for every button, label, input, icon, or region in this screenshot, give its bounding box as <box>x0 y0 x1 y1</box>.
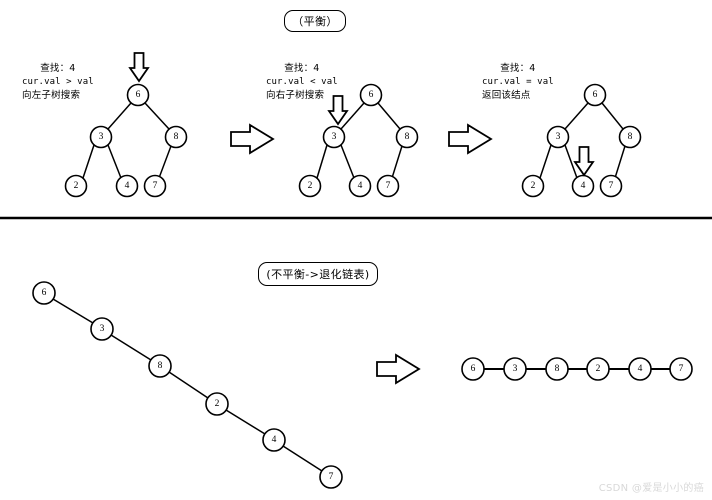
chain-node-circle[interactable] <box>545 357 569 381</box>
cursor-arrow-down-icon <box>574 146 594 176</box>
tree-node-circle[interactable] <box>322 125 346 149</box>
caption-target-value: 查找：4 <box>284 63 320 74</box>
tree-nodes <box>64 83 188 198</box>
chain-node-circle[interactable] <box>503 357 527 381</box>
tree-node-circle[interactable] <box>89 125 113 149</box>
caption-action: 向右子树搜索 <box>266 90 325 101</box>
tree-node-circle[interactable] <box>571 174 595 198</box>
linear-chain <box>461 357 693 381</box>
chain-node-circle[interactable] <box>461 357 485 381</box>
transition-arrow-right-icon <box>230 124 274 154</box>
tree-node-circle[interactable] <box>143 174 167 198</box>
title-balanced: （平衡） <box>284 10 346 32</box>
tree-edges <box>316 102 403 179</box>
tree-edges <box>539 102 626 179</box>
bst-tree-step-1 <box>64 52 188 198</box>
cursor-arrow-down-icon <box>129 52 149 82</box>
tree-nodes <box>298 83 419 198</box>
tree-node-circle[interactable] <box>64 174 88 198</box>
tree-node-circle[interactable] <box>395 125 419 149</box>
chain-node-circle[interactable] <box>262 428 286 452</box>
chain-node-circle[interactable] <box>90 317 114 341</box>
title-unbalanced: (不平衡->退化链表) <box>258 262 378 286</box>
chain-node-circle[interactable] <box>628 357 652 381</box>
tree-node-circle[interactable] <box>164 125 188 149</box>
caption-action: 向左子树搜索 <box>22 90 81 101</box>
caption-target-value: 查找：4 <box>500 63 536 74</box>
tree-node-circle[interactable] <box>583 83 607 107</box>
transition-arrow-right-icon <box>376 354 420 384</box>
tree-node-circle[interactable] <box>376 174 400 198</box>
skewed-chain <box>32 281 343 489</box>
tree-node-circle[interactable] <box>546 125 570 149</box>
chain-node-circle[interactable] <box>669 357 693 381</box>
chain-node-circle[interactable] <box>319 465 343 489</box>
caption-target-value: 查找：4 <box>40 63 76 74</box>
tree-node-circle[interactable] <box>521 174 545 198</box>
chain-node-circle[interactable] <box>205 392 229 416</box>
transition-arrow-right-icon <box>448 124 492 154</box>
tree-edges <box>82 102 172 179</box>
caption-comparison: cur.val < val <box>266 76 338 87</box>
caption-step-3: 查找：4 cur.val = val 返回该结点 <box>482 62 554 103</box>
bst-tree-step-2 <box>298 83 419 198</box>
caption-action: 返回该结点 <box>482 90 531 101</box>
caption-comparison: cur.val > val <box>22 76 94 87</box>
tree-nodes <box>521 83 642 198</box>
tree-node-circle[interactable] <box>359 83 383 107</box>
chain-nodes <box>461 357 693 381</box>
caption-step-2: 查找：4 cur.val < val 向右子树搜索 <box>266 62 338 103</box>
caption-step-1: 查找：4 cur.val > val 向左子树搜索 <box>22 62 94 103</box>
caption-comparison: cur.val = val <box>482 76 554 87</box>
chain-node-circle[interactable] <box>32 281 56 305</box>
tree-node-circle[interactable] <box>115 174 139 198</box>
tree-node-circle[interactable] <box>599 174 623 198</box>
chain-node-circle[interactable] <box>148 354 172 378</box>
tree-node-circle[interactable] <box>298 174 322 198</box>
chain-node-circle[interactable] <box>586 357 610 381</box>
tree-node-circle[interactable] <box>126 83 150 107</box>
chain-nodes <box>32 281 343 489</box>
tree-node-circle[interactable] <box>618 125 642 149</box>
chain-edges <box>52 298 323 472</box>
watermark: CSDN @爱是小小的癌 <box>598 483 704 494</box>
bst-tree-step-3 <box>521 83 642 198</box>
tree-node-circle[interactable] <box>348 174 372 198</box>
